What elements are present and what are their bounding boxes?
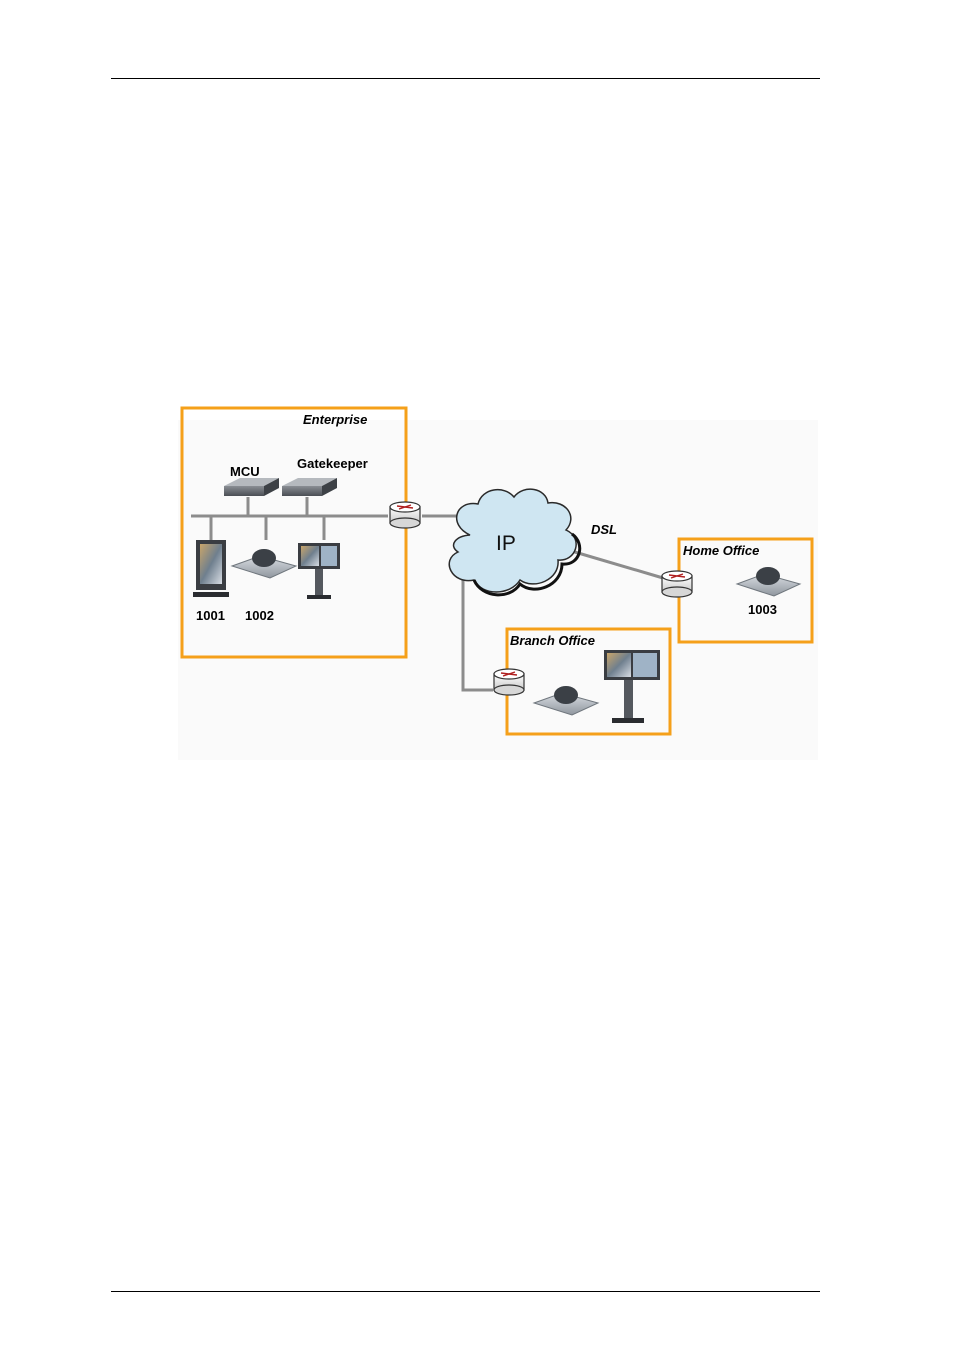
- router-icon: [494, 669, 524, 695]
- ext-1003-label: 1003: [748, 602, 777, 617]
- router-icon: [662, 571, 692, 597]
- dsl-label: DSL: [591, 522, 617, 537]
- home-office-label: Home Office: [683, 543, 759, 558]
- ip-label: IP: [496, 532, 516, 555]
- enterprise-label: Enterprise: [303, 412, 367, 427]
- branch-office-label: Branch Office: [510, 633, 595, 648]
- ext-1002-label: 1002: [245, 608, 274, 623]
- gatekeeper-label: Gatekeeper: [297, 456, 368, 471]
- mcu-label: MCU: [230, 464, 260, 479]
- router-icon: [390, 502, 420, 528]
- desktop-video-terminal-icon: [193, 540, 229, 597]
- ext-1001-label: 1001: [196, 608, 225, 623]
